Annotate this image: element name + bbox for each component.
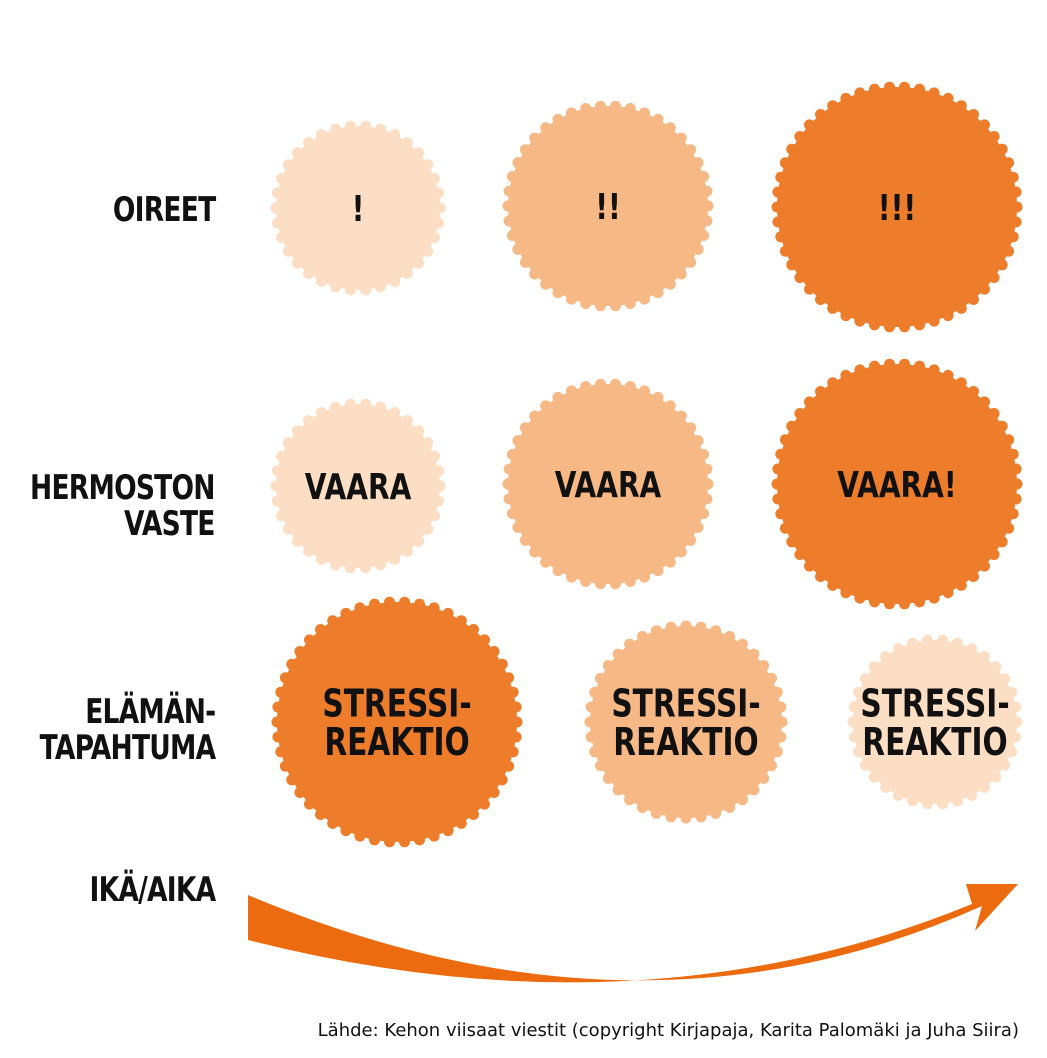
label-nervous-response: HERMOSTON VASTE <box>30 470 215 542</box>
bubble-shape <box>847 634 1023 810</box>
label-nervous-line2: VASTE <box>124 504 215 544</box>
bubble-symptom-1: ! <box>270 120 446 296</box>
bubble-symptom-2: !! <box>502 100 714 312</box>
time-arrow <box>248 884 1018 983</box>
bubble-text: VAARA <box>305 466 412 508</box>
bubble-text: ! <box>352 188 365 230</box>
bubble-symptom-3: !!! <box>771 81 1023 333</box>
bubble-response-3: VAARA! <box>771 358 1023 610</box>
label-life-event: ELÄMÄN- TAPAHTUMA <box>39 692 216 768</box>
bubble-event-2: STRESSI-REAKTIO <box>584 620 788 824</box>
label-nervous-line1: HERMOSTON <box>30 468 215 508</box>
bubble-text: VAARA <box>555 464 662 506</box>
bubble-shape <box>584 620 788 824</box>
bubble-event-1: STRESSI-REAKTIO <box>271 596 523 848</box>
label-life-line1: ELÄMÄN- <box>84 692 216 732</box>
bubble-shape <box>502 378 714 590</box>
label-symptoms: OIREET <box>112 190 216 230</box>
source-caption: Lähde: Kehon viisaat viestit (copyright … <box>317 1020 1019 1041</box>
bubble-text: REAKTIO <box>613 721 758 766</box>
bubble-text: !! <box>595 186 621 228</box>
bubble-shape <box>270 120 446 296</box>
bubble-text: STRESSI- <box>611 682 760 727</box>
bubble-text: STRESSI- <box>860 682 1009 727</box>
bubble-response-2: VAARA <box>502 378 714 590</box>
bubble-response-1: VAARA <box>270 398 446 574</box>
label-age-time-text: IKÄ/AIKA <box>89 870 216 910</box>
bubble-shape <box>502 100 714 312</box>
bubble-shape <box>271 596 523 848</box>
bubble-shape <box>270 398 446 574</box>
bubble-shape <box>771 358 1023 610</box>
bubble-event-3: STRESSI-REAKTIO <box>847 634 1023 810</box>
bubble-shape <box>771 81 1023 333</box>
label-symptoms-text: OIREET <box>112 190 216 230</box>
bubble-text: REAKTIO <box>324 721 469 766</box>
bubble-text: VAARA! <box>837 464 956 506</box>
label-age-time: IKÄ/AIKA <box>89 870 216 910</box>
label-life-line2: TAPAHTUMA <box>39 728 216 768</box>
bubble-text: STRESSI- <box>322 682 471 727</box>
bubble-text: !!! <box>878 187 916 229</box>
bubble-text: REAKTIO <box>862 721 1007 766</box>
